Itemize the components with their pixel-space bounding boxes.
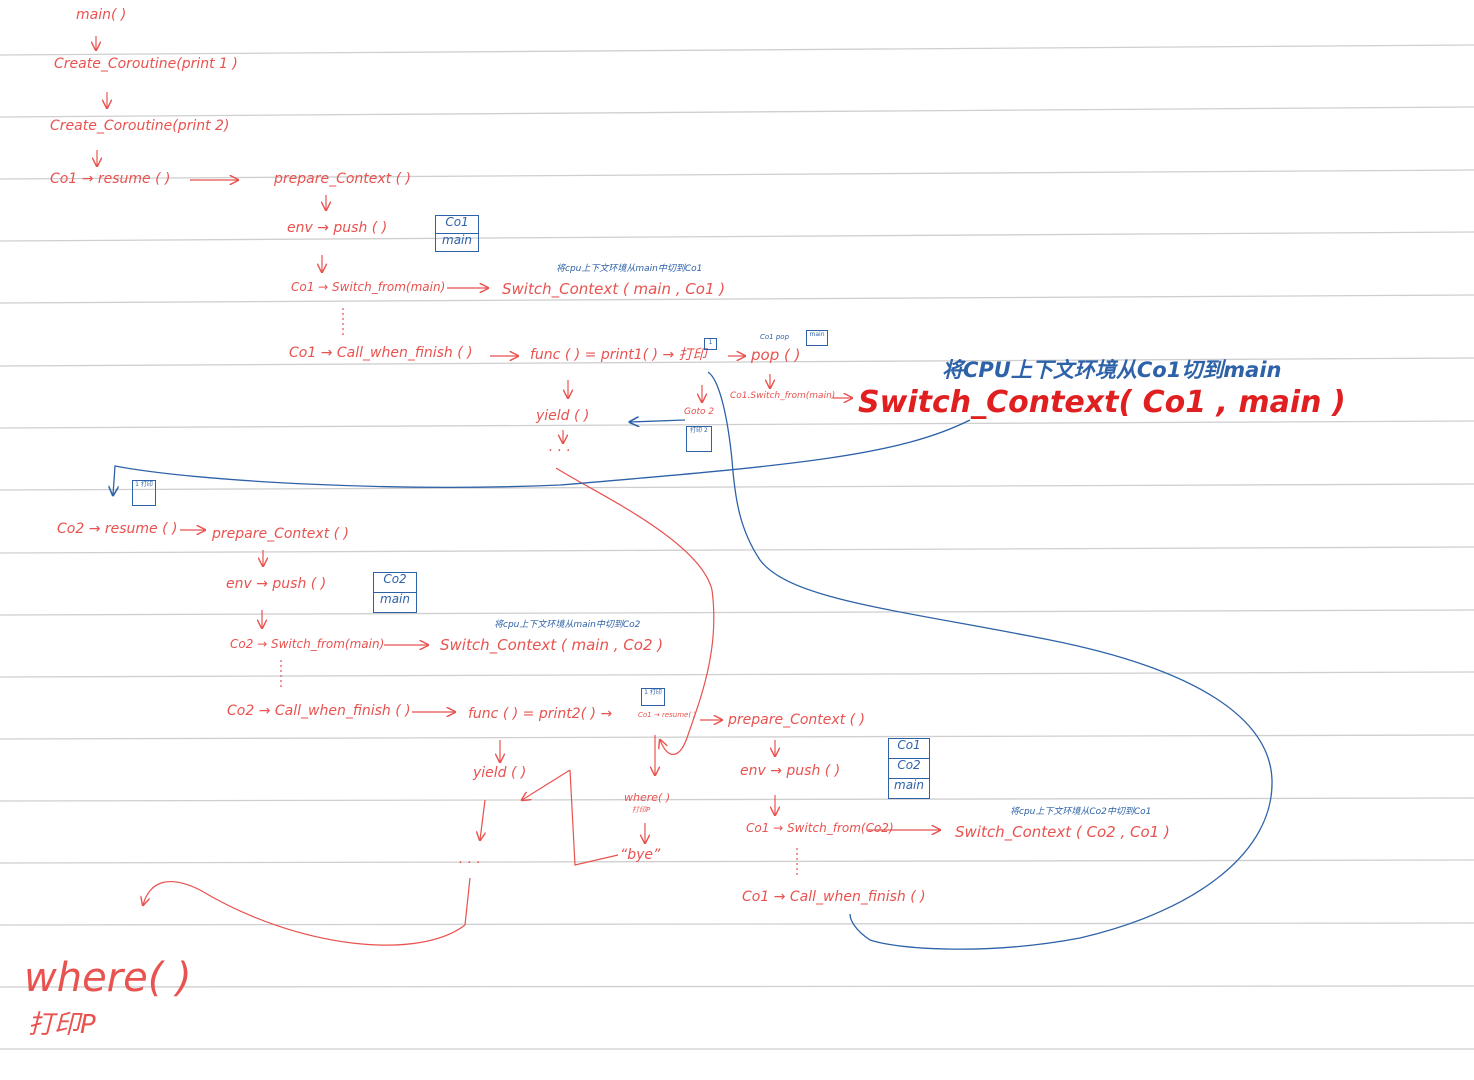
yield-2: yield ( )	[473, 765, 527, 781]
co1-resume: Co1 → resume ( )	[50, 171, 171, 187]
co1-switch-from-main: Co1 → Switch_from(main)	[291, 280, 446, 294]
co2-switch-from-main: Co2 → Switch_from(main)	[230, 637, 385, 651]
main-mini-box: main	[806, 330, 828, 346]
stack-diagram-1: Co1 main	[435, 215, 479, 252]
where-big: where( )	[24, 955, 192, 1001]
co2-resume: Co2 → resume ( )	[57, 521, 178, 537]
co1-resume-small: Co1 → resume( )	[638, 711, 697, 719]
yield-1: yield ( )	[536, 408, 590, 424]
small-box-print1-b: 1 打印	[641, 688, 665, 706]
blue-arrows	[113, 371, 1273, 950]
env-push-2: env → push ( )	[226, 576, 327, 592]
ruled-lines	[0, 44, 1474, 1050]
prepare-context-2: prepare_Context ( )	[212, 526, 350, 542]
small-box-print1: 1 打印	[132, 480, 156, 506]
stack-cell: Co2	[374, 573, 416, 593]
co1-call-when-finish: Co1 → Call_when_finish ( )	[289, 345, 473, 361]
bye-string: “bye”	[620, 847, 661, 863]
print-p-big: 打印P	[28, 1010, 96, 1040]
dots-1: · · ·	[548, 443, 571, 459]
co1-switch-from-co2: Co1 → Switch_from(Co2)	[746, 821, 894, 835]
stack-cell: Co1	[889, 739, 929, 759]
stack-cell: main	[442, 233, 472, 247]
print-p-small: 打印P	[632, 806, 651, 814]
switch-context-main-co2: Switch_Context ( main , Co2 )	[440, 636, 664, 654]
small-box-1: 1	[704, 338, 717, 350]
create-coroutine-1: Create_Coroutine(print 1 )	[54, 56, 238, 72]
func-print2: func ( ) = print2( ) →	[468, 706, 613, 722]
stack-diagram-2: Co2 main	[373, 572, 417, 613]
stack-diagram-3: Co1 Co2 main	[888, 738, 930, 799]
co1-switch-from-main-2: Co1.Switch_from(main)	[730, 391, 836, 401]
switch-context-co1-main: Switch_Context( Co1 , main )	[858, 385, 1346, 420]
func-print1: func ( ) = print1( ) → 打印	[530, 347, 707, 363]
switch-context-co2-co1: Switch_Context ( Co2 , Co1 )	[955, 823, 1170, 841]
co1-pop-label: Co1 pop	[760, 333, 790, 341]
co1-call-when-finish-2: Co1 → Call_when_finish ( )	[742, 889, 926, 905]
dots-2: · · ·	[458, 855, 481, 871]
stack-cell: Co2	[889, 759, 929, 779]
prepare-context-1: prepare_Context ( )	[274, 171, 412, 187]
note-co2-to-co1: 将cpu上下文环境从Co2中切到Co1	[1010, 807, 1152, 817]
goto-2: Goto 2	[684, 407, 715, 417]
small-box-print2: 打印 2	[686, 426, 712, 452]
pop-call: pop ( )	[751, 346, 801, 364]
prepare-context-3: prepare_Context ( )	[728, 712, 866, 728]
stack-cell: main	[380, 592, 410, 606]
switch-context-main-co1: Switch_Context ( main , Co1 )	[502, 280, 726, 298]
red-arrows	[96, 36, 940, 946]
create-coroutine-2: Create_Coroutine(print 2)	[50, 118, 230, 134]
note-main-to-co2: 将cpu上下文环境从main中切到Co2	[494, 620, 641, 630]
co2-call-when-finish: Co2 → Call_when_finish ( )	[227, 703, 411, 719]
stack-cell: Co1	[436, 216, 478, 234]
note-main-to-co1: 将cpu上下文环境从main中切到Co1	[556, 264, 703, 274]
env-push-1: env → push ( )	[287, 220, 388, 236]
env-push-3: env → push ( )	[740, 763, 841, 779]
note-co1-to-main: 将CPU上下文环境从Co1切到main	[942, 358, 1282, 382]
main-call: main( )	[76, 7, 127, 23]
stack-cell: main	[894, 778, 924, 792]
where-small: where( )	[624, 791, 671, 804]
